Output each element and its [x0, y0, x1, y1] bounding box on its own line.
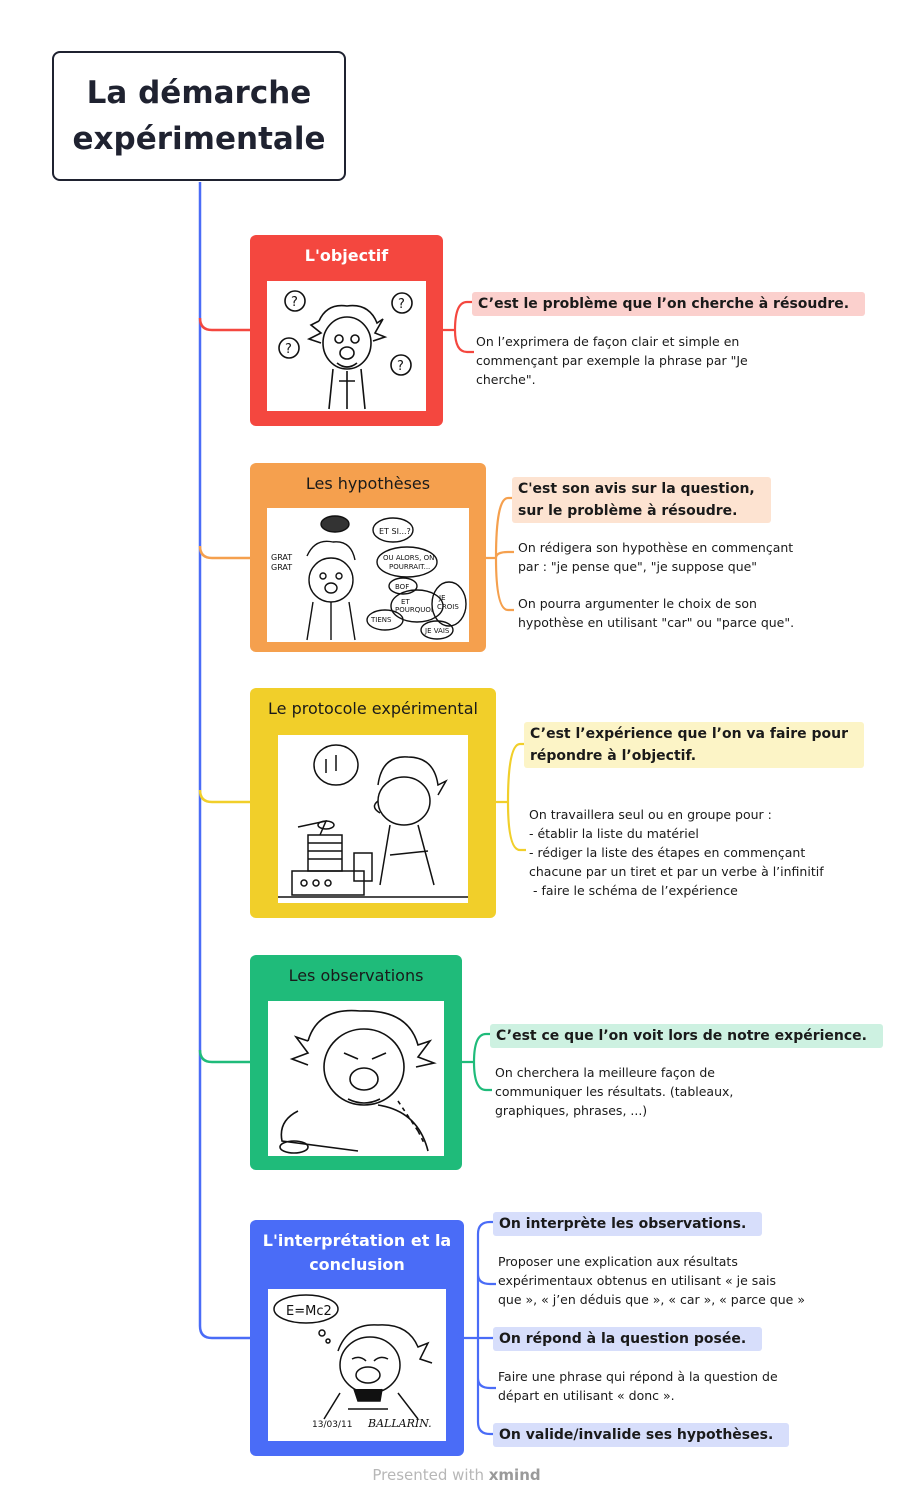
branch-protocole[interactable]: Le protocole expérimental [250, 688, 496, 918]
branch-hypotheses[interactable]: Les hypothèses GRAT GRAT ET SI...? OU AL… [250, 463, 486, 652]
protocole-headline[interactable]: C’est l’expérience que l’on va faire pou… [524, 720, 864, 770]
conclusion-detail-line: que », « j’en déduis que », « car », « p… [498, 1292, 805, 1307]
observations-headline[interactable]: C’est ce que l’on voit lors de notre exp… [490, 1022, 883, 1050]
branch-protocole-title: Le protocole expérimental [268, 699, 478, 718]
root-topic[interactable]: La démarche expérimentale [52, 51, 346, 181]
svg-text:OU ALORS, ON: OU ALORS, ON [383, 554, 434, 562]
svg-text:GRAT: GRAT [271, 563, 292, 572]
protocole-detail-line: On travaillera seul ou en groupe pour : [529, 807, 772, 822]
branch-conclusion-title-line: conclusion [309, 1255, 405, 1274]
branch-conclusion-title-line: L'interprétation et la [262, 1231, 452, 1250]
protocole-headline-line: C’est l’expérience que l’on va faire pou… [530, 726, 848, 742]
hypotheses-headline[interactable]: C'est son avis sur la question, sur le p… [512, 475, 771, 525]
root-title-line2: expérimentale [72, 121, 326, 157]
hypotheses-detail-2: On pourra argumenter le choix de son hyp… [518, 594, 794, 632]
objectif-headline[interactable]: C’est le problème que l’on cherche à rés… [471, 290, 866, 318]
protocole-detail-line: - faire le schéma de l’expérience [529, 883, 738, 898]
footer-prefix: Presented with [372, 1466, 489, 1484]
objectif-detail: On l’exprimera de façon clair et simple … [476, 332, 748, 389]
svg-text:GRAT: GRAT [271, 553, 292, 562]
svg-text:BOF: BOF [395, 583, 409, 591]
formula-text: E=Mc2 [286, 1304, 332, 1319]
objectif-detail-line: cherche". [476, 372, 536, 387]
conclusion-detail-line: Proposer une explication aux résultats [498, 1254, 738, 1269]
svg-text:?: ? [398, 297, 405, 312]
root-title-line1: La démarche [86, 75, 312, 111]
presented-with-footer: Presented with xmind [0, 1466, 913, 1484]
protocole-detail-line: chacune par un tiret et par un verbe à l… [529, 864, 824, 879]
conclusion-detail-line: Faire une phrase qui répond à la questio… [498, 1369, 778, 1384]
scientist-observing-image [268, 1001, 444, 1156]
protocole-detail: On travaillera seul ou en groupe pour : … [529, 805, 824, 900]
hypotheses-headline-line: sur le problème à résoudre. [518, 503, 738, 519]
svg-text:?: ? [291, 295, 298, 310]
puzzled-scientist-image: ? ? ? ? [267, 281, 426, 411]
scientist-apparatus-image [278, 735, 468, 903]
conclusion-headline-2[interactable]: On répond à la question posée. [492, 1325, 763, 1353]
protocole-detail-line: - établir la liste du matériel [529, 826, 699, 841]
conclusion-headline-3[interactable]: On valide/invalide ses hypothèses. [492, 1421, 790, 1449]
conclusion-detail-line: expérimentaux obtenus en utilisant « je … [498, 1273, 776, 1288]
objectif-detail-line: On l’exprimera de façon clair et simple … [476, 334, 740, 349]
hypotheses-detail-line: On rédigera son hypothèse en commençant [518, 540, 794, 555]
scientist-emc2-image: E=Mc2 13/03/11 BALLARIN. [268, 1289, 446, 1441]
drawing-date: 13/03/11 [312, 1420, 352, 1430]
drawing-signature: BALLARIN. [367, 1417, 432, 1430]
objectif-detail-line: commençant par exemple la phrase par "Je [476, 353, 748, 368]
thinking-scientist-image: GRAT GRAT ET SI...? OU ALORS, ON POURRAI… [267, 508, 469, 642]
conclusion-headline-1[interactable]: On interprète les observations. [492, 1210, 763, 1238]
hypotheses-detail-line: par : "je pense que", "je suppose que" [518, 559, 758, 574]
branch-observations-title: Les observations [288, 966, 424, 985]
svg-text:ET: ET [401, 598, 410, 606]
conclusion-detail-2: Faire une phrase qui répond à la questio… [498, 1367, 778, 1405]
svg-text:?: ? [397, 359, 404, 374]
conclusion-detail-1: Proposer une explication aux résultats e… [498, 1252, 805, 1309]
hypotheses-headline-line: C'est son avis sur la question, [518, 481, 755, 497]
svg-text:POURRAIT...: POURRAIT... [389, 563, 430, 571]
svg-text:?: ? [285, 342, 292, 357]
svg-text:JE VAIS: JE VAIS [424, 627, 450, 635]
branch-hypotheses-title: Les hypothèses [305, 474, 431, 493]
branch-observations[interactable]: Les observations [250, 955, 462, 1170]
protocole-detail-line: - rédiger la liste des étapes en commenç… [529, 845, 806, 860]
svg-text:CROIS: CROIS [437, 603, 459, 611]
hypotheses-detail-line: On pourra argumenter le choix de son [518, 596, 757, 611]
observations-detail: On cherchera la meilleure façon de commu… [495, 1063, 733, 1120]
svg-text:TIENS: TIENS [370, 616, 392, 624]
hypotheses-detail-1: On rédigera son hypothèse en commençant … [518, 538, 793, 576]
observations-detail-line: On cherchera la meilleure façon de [495, 1065, 715, 1080]
hypotheses-detail-line: hypothèse en utilisant "car" ou "parce q… [518, 615, 795, 630]
protocole-headline-line: répondre à l’objectif. [530, 748, 697, 764]
branch-objectif[interactable]: L'objectif ? ? ? ? [250, 235, 443, 426]
conclusion-detail-line: départ en utilisant « donc ». [498, 1388, 675, 1403]
observations-detail-line: communiquer les résultats. (tableaux, [495, 1084, 734, 1099]
svg-text:ET SI...?: ET SI...? [379, 527, 411, 536]
branch-conclusion-title: L'interprétation et la conclusion [250, 1220, 464, 1277]
branch-objectif-title: L'objectif [304, 246, 389, 265]
observations-detail-line: graphiques, phrases, ...) [495, 1103, 648, 1118]
svg-text:POURQUOI: POURQUOI [395, 606, 433, 614]
branch-conclusion[interactable]: L'interprétation et la conclusion E=Mc2 … [250, 1220, 464, 1456]
svg-text:JE: JE [438, 594, 446, 602]
xmind-logo: xmind [488, 1466, 541, 1484]
